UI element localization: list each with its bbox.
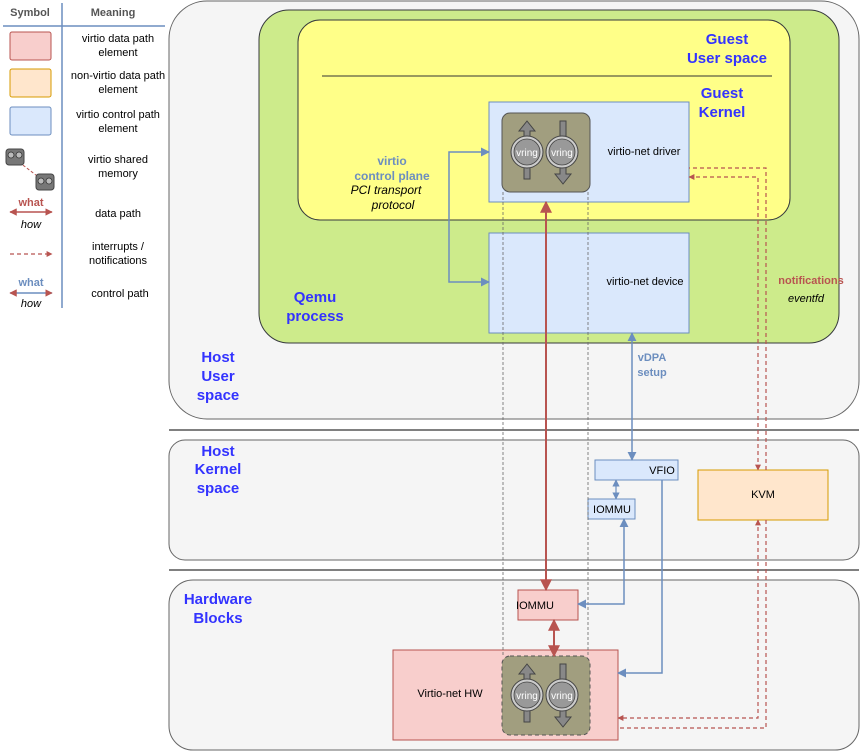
eventfd-label: eventfd xyxy=(788,293,825,305)
legend-non-virtio-box xyxy=(9,68,52,98)
guest-kernel-title-2: Kernel xyxy=(699,104,746,121)
shared-memory-icon xyxy=(5,148,55,191)
legend-data-how: how xyxy=(21,219,42,231)
host-user-space-title-1: Host xyxy=(201,349,234,366)
legend-control-what: what xyxy=(17,277,43,289)
legend-header-symbol: Symbol xyxy=(10,7,50,19)
iommu-hw-label: IOMMU xyxy=(516,600,554,612)
kvm-label: KVM xyxy=(751,489,775,501)
qemu-process-title-1: Qemu xyxy=(294,289,337,306)
virtio-net-hw-label: Virtio-net HW xyxy=(417,688,483,700)
guest-user-space-title-2: User space xyxy=(687,50,767,67)
vring-group-hw: vring vring xyxy=(501,655,591,736)
legend-meaning-2a: non-virtio data path xyxy=(71,70,165,82)
legend-meaning-3b: element xyxy=(98,123,137,135)
notification-driver-kvm-arrow xyxy=(688,174,761,471)
legend-meaning-2b: element xyxy=(98,84,137,96)
host-user-space-title-3: space xyxy=(197,387,240,404)
control-plane-arrow xyxy=(448,147,490,287)
legend-meaning-1b: element xyxy=(98,47,137,59)
legend-meaning-6a: interrupts / xyxy=(92,241,145,253)
host-user-space-title-2: User xyxy=(201,368,235,385)
vring-label: vring xyxy=(551,691,573,702)
guest-kernel-title-1: Guest xyxy=(701,85,744,102)
vring-label: vring xyxy=(551,148,573,159)
notification-kvm-hw-arrow xyxy=(617,519,761,721)
hardware-blocks-title-1: Hardware xyxy=(184,591,252,608)
vdpa-setup-label-1: vDPA xyxy=(638,352,667,364)
virtio-net-device-box xyxy=(488,232,690,334)
legend-virtio-data-box xyxy=(9,31,52,61)
host-kernel-space-title-3: space xyxy=(197,480,240,497)
legend-meaning-4a: virtio shared xyxy=(88,154,148,166)
vfio-label: VFIO xyxy=(649,465,675,477)
virtio-net-device-label: virtio-net device xyxy=(606,276,683,288)
legend-control-how: how xyxy=(21,298,42,310)
legend-virtio-control-box xyxy=(9,106,52,136)
legend-meaning-6b: notifications xyxy=(89,255,148,267)
legend-meaning-5: data path xyxy=(95,208,141,220)
vdpa-setup-label-2: setup xyxy=(637,367,667,379)
control-plane-how-2: protocol xyxy=(371,198,415,212)
vfio-box xyxy=(594,459,679,481)
qemu-process-title-2: process xyxy=(286,308,344,325)
legend-meaning-3a: virtio control path xyxy=(76,109,160,121)
legend-data-what: what xyxy=(17,197,43,209)
host-kernel-space-title-1: Host xyxy=(201,443,234,460)
legend-header-meaning: Meaning xyxy=(91,7,136,19)
control-plane-title-1: virtio xyxy=(377,154,406,168)
control-plane-how-1: PCI transport xyxy=(351,183,422,197)
vring-label: vring xyxy=(516,148,538,159)
control-plane-title-2: control plane xyxy=(354,169,430,183)
hardware-blocks-title-2: Blocks xyxy=(193,610,242,627)
legend-meaning-4b: memory xyxy=(98,168,138,180)
iommu-host-label: IOMMU xyxy=(593,504,631,516)
notifications-label: notifications xyxy=(778,275,843,287)
legend-meaning-7: control path xyxy=(91,288,148,300)
vring-group-guest: vring vring xyxy=(501,112,591,193)
vring-label: vring xyxy=(516,691,538,702)
virtio-net-driver-label: virtio-net driver xyxy=(608,146,681,158)
legend-meaning-1a: virtio data path xyxy=(82,33,154,45)
kvm-box xyxy=(697,469,829,521)
notification-kvm-driver-line xyxy=(689,167,767,470)
legend: Symbol Meaning virtio data path element … xyxy=(3,3,165,310)
guest-user-space-title-1: Guest xyxy=(706,31,749,48)
host-kernel-space-title-2: Kernel xyxy=(195,461,242,478)
